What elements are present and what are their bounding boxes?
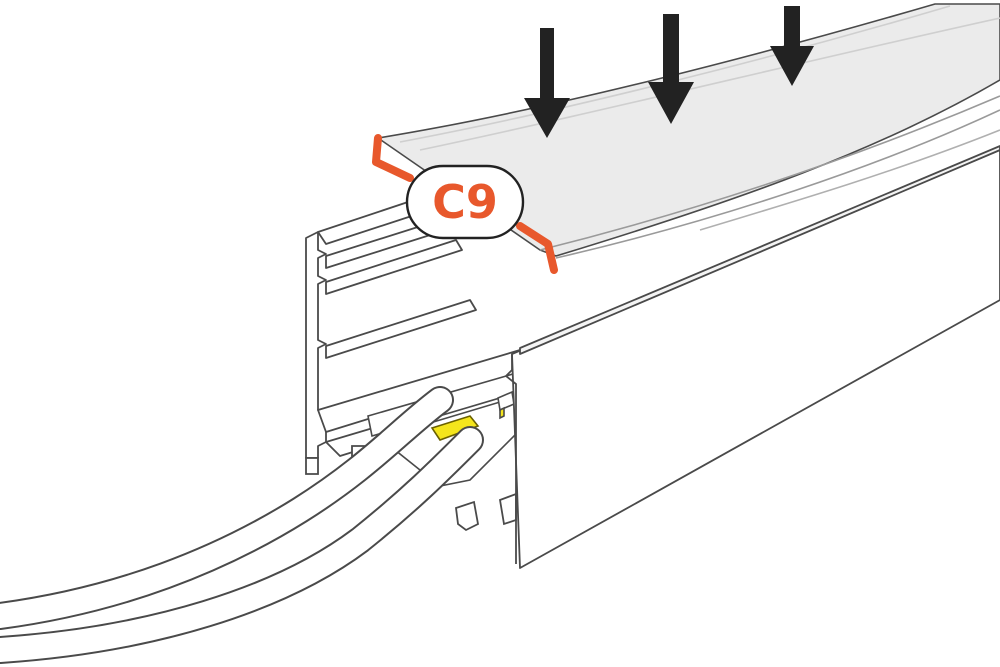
profile-body [505,145,1000,569]
c9-label-badge: C9 [405,164,525,240]
edge-marker-left [372,134,414,182]
press-arrows [524,6,814,138]
power-cables [0,386,484,664]
led-chip [430,415,480,441]
edge-markers [372,134,558,274]
arrow-down-icon [648,14,694,124]
c9-label: C9 [432,175,498,229]
arrow-down-icon [770,6,814,86]
edge-marker-right [516,222,558,274]
wall-clip [497,390,515,420]
arrow-down-icon [524,28,570,138]
